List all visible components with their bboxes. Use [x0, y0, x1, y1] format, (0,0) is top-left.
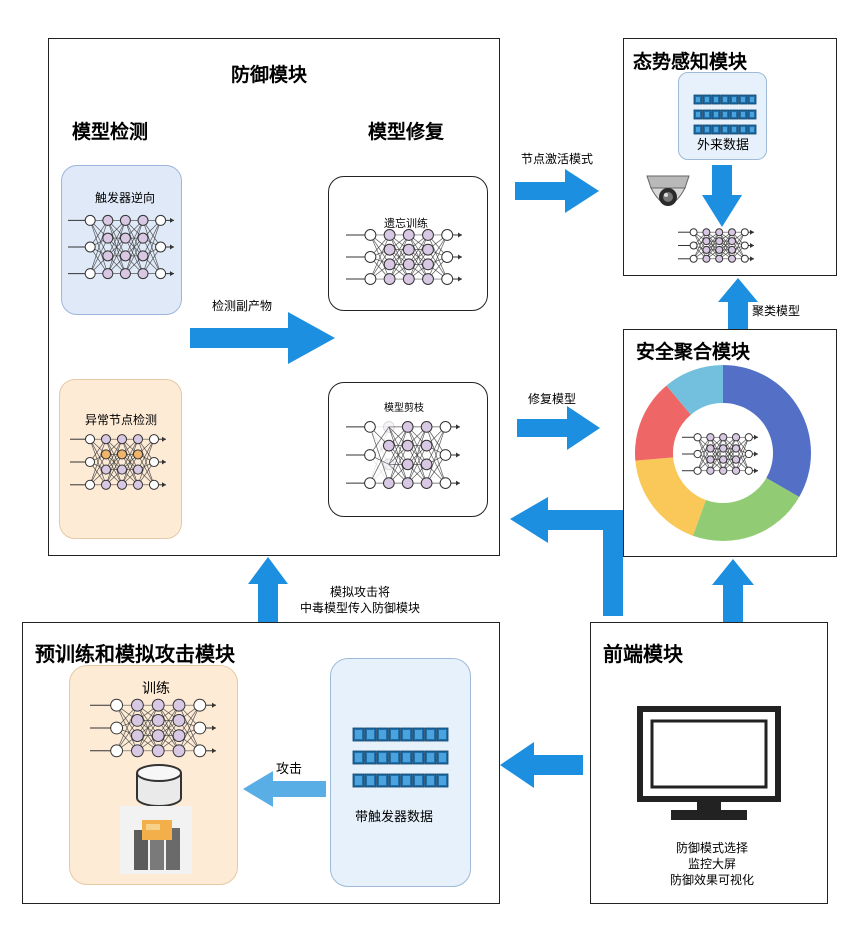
pretrain-module-title: 预训练和模拟攻击模块: [35, 642, 235, 666]
monitor-icon: [637, 706, 781, 820]
attack-label: 攻击: [276, 762, 303, 777]
forget-training-label: 遗忘训练: [384, 217, 428, 230]
frontend-to-pretrain-arrow: [500, 742, 583, 788]
frontend-to-aggregation-arrow: [712, 559, 754, 622]
attack-arrow: [243, 771, 326, 807]
forget-training-panel: [328, 176, 488, 311]
clustering-model-arrow: [718, 278, 758, 329]
frontend-features: 防御模式选择 监控大屏 防御效果可视化: [652, 840, 772, 888]
donut-segment-3: [635, 457, 706, 536]
frontend-module-title: 前端模块: [603, 642, 683, 666]
donut-segment-5: [666, 365, 723, 415]
defense-module-title: 防御模块: [231, 64, 308, 86]
pruning-network-icon: [344, 418, 462, 492]
donut-segment-4: [635, 385, 691, 461]
trigger-reverse-network-icon: [66, 212, 176, 282]
detect-byproduct-label: 检测副产物: [212, 299, 273, 313]
external-data-icon: [693, 94, 757, 140]
pruning-label: 模型剪枝: [384, 403, 424, 414]
frontend-feature-3: 防御效果可视化: [669, 873, 754, 887]
situation-module-title: 态势感知模块: [633, 51, 748, 73]
camera-icon: [646, 175, 690, 206]
database-icon: [136, 764, 182, 807]
model-detection-title: 模型检测: [72, 121, 149, 143]
trigger-reverse-label: 触发器逆向: [95, 191, 156, 205]
node-activation-arrow: [515, 169, 599, 213]
aggregation-module-title: 安全聚合模块: [636, 341, 751, 363]
repair-model-arrow: [517, 406, 600, 450]
feedback-elbow-arrow: [510, 497, 623, 616]
situation-down-arrow: [702, 165, 742, 227]
frontend-feature-1: 防御模式选择: [675, 841, 748, 855]
forget-training-network-icon: [344, 228, 464, 286]
anomaly-detection-network-icon: [68, 432, 168, 492]
aggregation-network-icon: [680, 432, 760, 476]
node-activation-label: 节点激活模式: [521, 152, 594, 166]
upload-label-line2: 中毒模型传入防御模块: [300, 601, 421, 615]
detect-byproduct-arrow: [190, 312, 335, 364]
aggregation-donut-chart: [635, 365, 811, 541]
repair-model-label: 修复模型: [528, 392, 577, 406]
trigger-data-panel: [330, 658, 471, 887]
trigger-data-label: 带触发器数据: [355, 810, 434, 825]
model-repair-title: 模型修复: [368, 121, 445, 143]
training-label: 训练: [142, 681, 170, 697]
donut-segment-2: [692, 478, 800, 541]
donut-segment-1: [723, 365, 811, 497]
upload-label-line1: 模拟攻击将: [330, 585, 391, 599]
external-data-label: 外来数据: [697, 138, 750, 153]
situation-network-icon: [676, 228, 756, 263]
trigger-data-icon: [352, 727, 449, 797]
anomaly-detection-label: 异常节点检测: [85, 413, 158, 427]
upload-poisoned-arrow: [248, 557, 288, 622]
frontend-feature-2: 监控大屏: [687, 857, 736, 871]
training-network-icon: [88, 698, 218, 758]
poisoned-model-icon: [120, 806, 192, 874]
upload-poisoned-label: 模拟攻击将 中毒模型传入防御模块: [300, 584, 420, 616]
clustering-model-label: 聚类模型: [752, 304, 801, 318]
